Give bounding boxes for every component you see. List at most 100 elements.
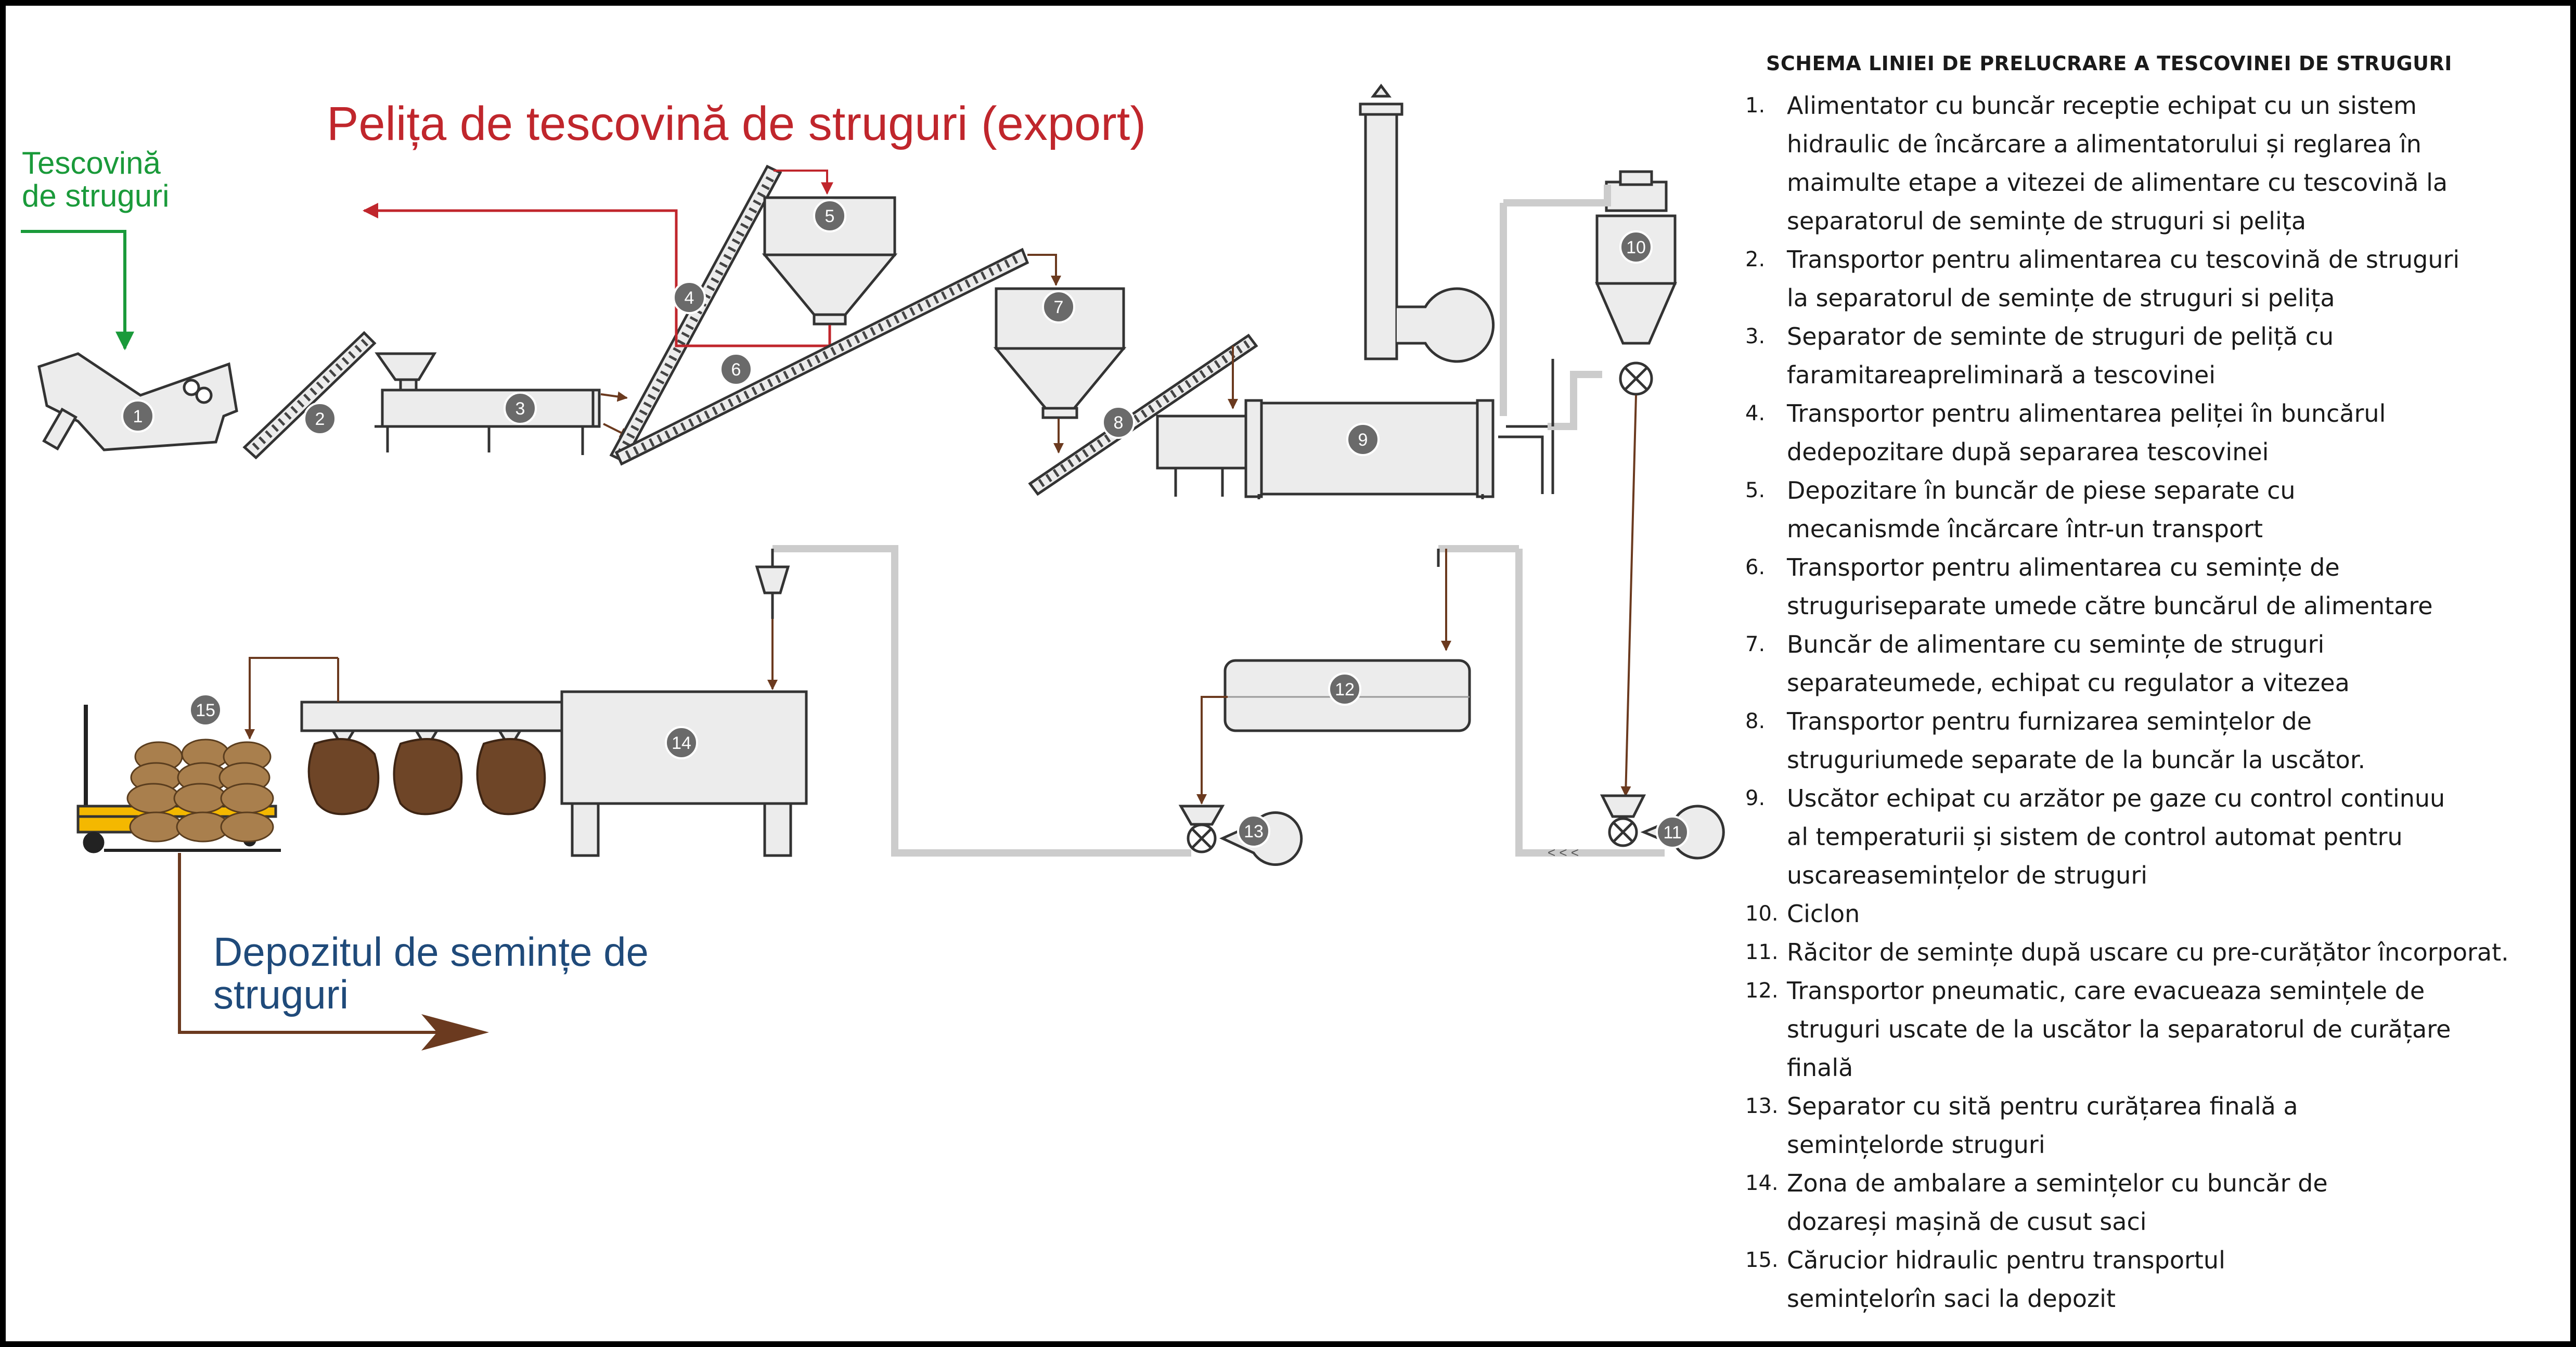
cyclone-10 [1359,83,1677,430]
equipment-number: 11 [1663,823,1681,843]
legend-item: 5. Depozitare în buncăr de piese separate… [1745,471,2557,548]
legend-item: 2. Transportor pentru alimentarea cu tesc… [1745,240,2557,317]
legend-item-number: 6. [1745,555,1766,579]
export-label: Pelița de tescovină de struguri (export) [327,97,1147,150]
legend-item: 9. Uscător echipat cu arzător pe gaze cu … [1745,779,2557,895]
equipment-badge-14: 14 [665,726,698,759]
legend-item-number: 11. [1745,940,1779,964]
legend-item-number: 9. [1745,786,1766,810]
flow-3-to-4 [600,391,628,402]
legend-item-text: Zona de ambalare a semințelor cu buncăr … [1787,1169,2328,1236]
flow-6-to-7 [1027,254,1061,286]
legend-item-number: 10. [1745,902,1779,926]
legend-item: 3. Separator de seminte de struguri de pe… [1745,317,2557,394]
legend-item: 11. Răcitor de semințe după uscare cu pre… [1745,933,2557,972]
legend-item: 4. Transportor pentru alimentarea peliței… [1745,394,2557,471]
legend-item: 14.Zona de ambalare a semințelor cu bunc… [1745,1164,2557,1241]
packing-zone-14 [300,565,808,857]
legend-list: 1. Alimentator cu buncăr receptie echipat… [1745,86,2557,1318]
storage-arrowhead [421,1014,489,1051]
legend-item: 8. Transportor pentru furnizarea semințel… [1745,702,2557,779]
cooler-11: < < < [1437,545,1725,860]
equipment-badge-4: 4 [673,281,706,314]
legend-item-text: Transportor pentru alimentarea peliței î… [1787,399,2386,466]
equipment-number: 2 [315,409,325,429]
legend-item: 6. Transportor pentru alimentarea cu semi… [1745,548,2557,625]
legend-item-text: Transportor pentru alimentarea cu tescov… [1787,245,2460,312]
storage-label: Depozitul de semințe de struguri [213,929,649,1017]
legend-item: 10. Ciclon [1745,895,2557,933]
legend-item-text: Depozitare în buncăr de piese separate c… [1787,476,2296,543]
legend-item-text: Alimentator cu buncăr receptie echipat c… [1787,92,2448,235]
equipment-badge-15: 15 [189,693,222,727]
equipment-number: 1 [133,407,143,426]
legend-item-text: Separator cu sită pentru curățarea final… [1787,1092,2298,1159]
legend-item: 12. Transportor pneumatic, care evacueaza… [1745,972,2557,1087]
flow-4-to-5 [774,170,833,195]
equipment-badge-2: 2 [303,402,337,435]
equipment-number: 5 [825,206,835,226]
legend-item-number: 3. [1745,325,1766,348]
equipment-number: 12 [1335,680,1355,700]
equipment-number: 10 [1626,238,1646,257]
bunker-7 [993,287,1127,419]
pallet-jack-15 [76,705,281,853]
separator-3 [375,352,601,455]
equipment-badge-9: 9 [1346,423,1380,456]
legend-item-text: Cărucior hidraulic pentru transportul se… [1787,1246,2225,1313]
flow-12-to-13 [1196,696,1228,805]
equipment-badge-12: 12 [1328,672,1361,706]
legend-item-text: Transportor pneumatic, care evacueaza se… [1787,977,2451,1082]
conveyor-2 [242,331,377,460]
legend-item-text: Ciclon [1787,900,1860,928]
conveyor-8 [1028,333,1258,496]
legend-item-text: Uscător echipat cu arzător pe gaze cu co… [1787,784,2445,889]
storage-flow-arrow [178,853,447,1034]
legend-title: SCHEMA LINIEI DE PRELUCRARE A TESCOVINEI… [1766,52,2452,75]
equipment-badge-5: 5 [813,199,846,232]
legend-item-number: 8. [1745,709,1766,733]
equipment-badge-3: 3 [504,392,537,425]
equipment-badge-13: 13 [1237,814,1270,848]
legend-item-text: Transportor pentru furnizarea semințelor… [1787,707,2366,774]
input-label: Tescovină de struguri [22,146,170,213]
equipment-number: 8 [1114,413,1124,433]
equipment-number: 9 [1358,430,1368,450]
conveyor-6 [614,248,1029,466]
equipment-number: 4 [685,288,694,308]
equipment-number: 13 [1244,822,1264,841]
equipment-number: 7 [1054,297,1064,317]
legend-panel: SCHEMA LINIEI DE PRELUCRARE A TESCOVINEI… [1745,52,2557,1318]
legend-item: 13. Separator cu sită pentru curățarea fi… [1745,1087,2557,1164]
final-separator-13 [771,545,1303,866]
legend-item-number: 1. [1745,94,1766,118]
legend-item-number: 15. [1745,1248,1779,1272]
filled-sacks [307,738,546,815]
equipment-badge-8: 8 [1102,406,1135,439]
equipment-number: 6 [731,360,741,380]
svg-text:< < <: < < < [1548,845,1579,860]
flow-to-pallet [244,657,338,740]
equipment-number: 15 [196,701,215,720]
legend-item-number: 4. [1745,401,1766,425]
dryer-9 [1156,399,1554,499]
equipment-badge-7: 7 [1042,290,1075,323]
legend-item-number: 7. [1745,632,1766,656]
legend-item-number: 5. [1745,478,1766,502]
legend-item-text: Transportor pentru alimentarea cu seminț… [1787,553,2433,620]
legend-item: 15. Cărucior hidraulic pentru transportul… [1745,1241,2557,1318]
legend-item-number: 2. [1745,248,1766,271]
legend-item-text: Separator de seminte de struguri de peli… [1787,322,2334,389]
equipment-badge-1: 1 [121,399,154,433]
legend-item: 7.Buncăr de alimentare cu semințe de str… [1745,625,2557,702]
flow-10-to-11 [1620,395,1637,797]
equipment-badge-11: 11 [1656,815,1689,849]
equipment-badge-6: 6 [719,353,753,386]
legend-item-text: Răcitor de semințe după uscare cu pre-cu… [1787,938,2509,966]
legend-item-number: 12. [1745,979,1779,1003]
export-flow-arrow [363,203,831,347]
equipment-number: 14 [672,733,691,753]
legend-item-number: 13. [1745,1094,1779,1118]
